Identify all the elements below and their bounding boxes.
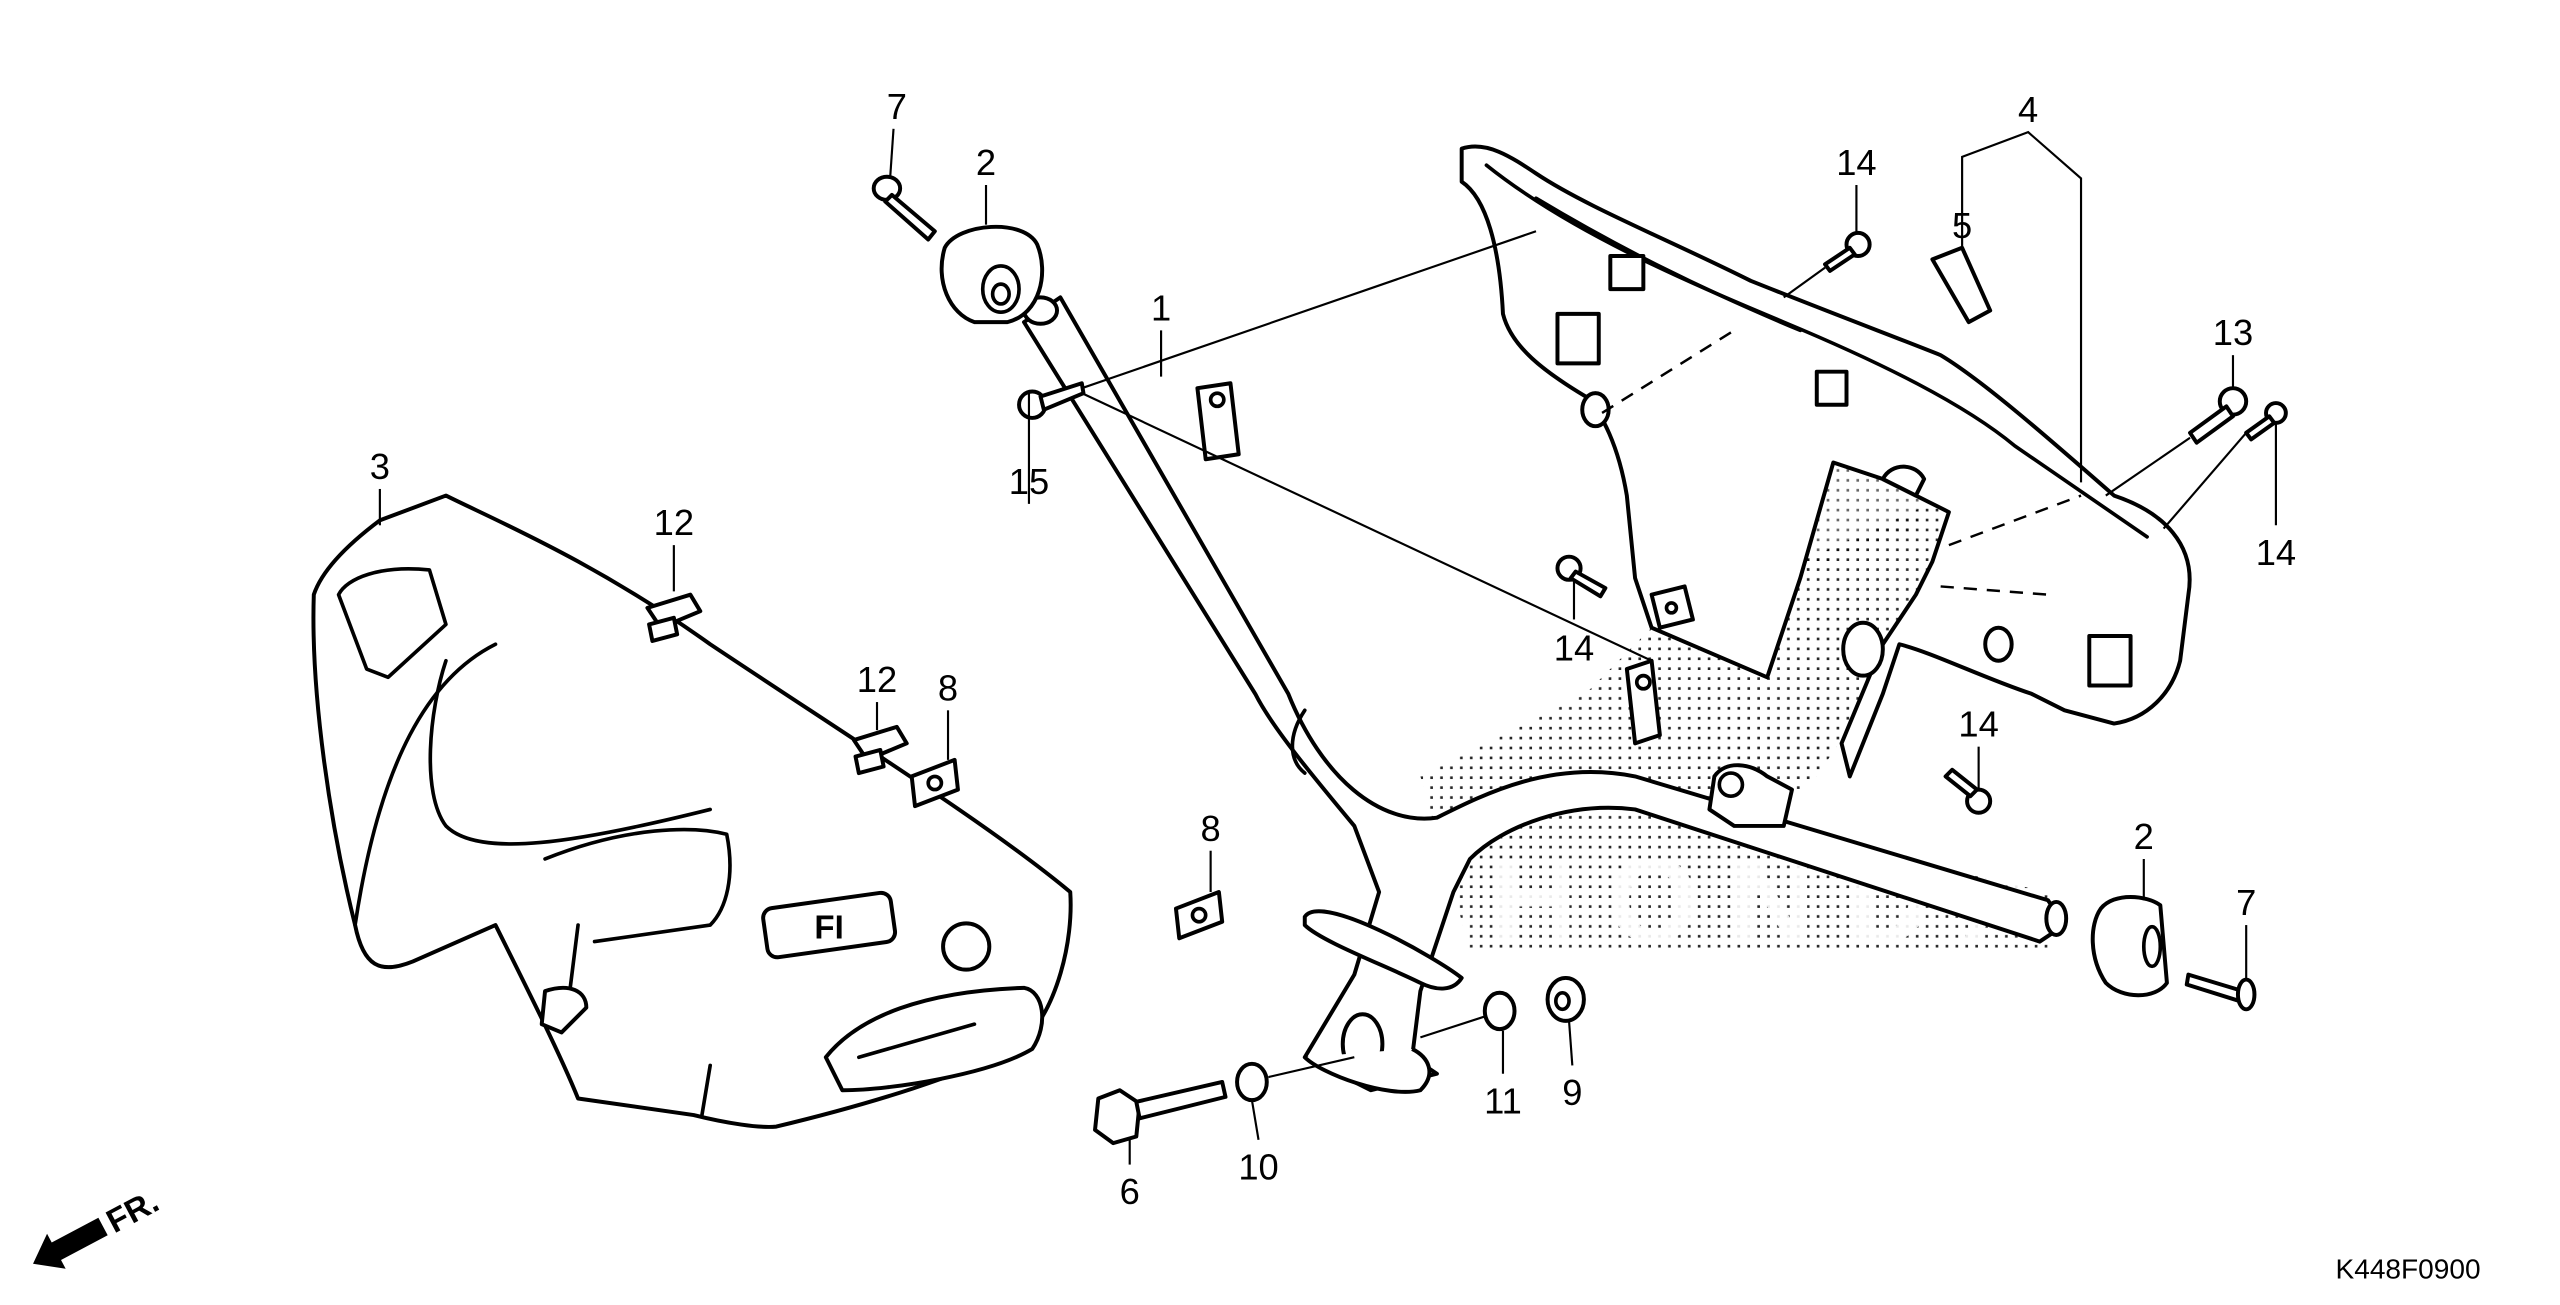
callout-12: 12 [654, 502, 694, 543]
screw-14-mid [1555, 554, 1608, 599]
screw-13 [2188, 386, 2249, 445]
arrow-icon [33, 1217, 108, 1269]
callout-11: 11 [1484, 1080, 1522, 1121]
callout-13: 13 [2213, 312, 2253, 353]
callout-3: 3 [370, 446, 390, 487]
callout-7: 7 [2236, 882, 2256, 923]
callout-15: 15 [1009, 461, 1049, 502]
screw-14-lower [1943, 767, 1993, 815]
callout-14: 14 [2256, 532, 2296, 573]
callout-9: 9 [1562, 1072, 1582, 1113]
nut-11 [1482, 990, 1517, 1032]
callout-10: 10 [1238, 1146, 1278, 1187]
callout-8: 8 [1201, 808, 1221, 849]
handle-pipe [1022, 295, 2069, 1094]
grommet-9 [1545, 975, 1586, 1023]
callout-14: 14 [1836, 142, 1876, 183]
callout-6: 6 [1120, 1171, 1140, 1212]
screw-15 [1017, 381, 1086, 420]
callout-12: 12 [857, 659, 897, 700]
diagram-code: K448F0900 [2336, 1254, 2481, 1285]
callout-7: 7 [887, 86, 907, 127]
clip-nut-8-upper [909, 757, 960, 809]
callout-14: 14 [1554, 628, 1594, 669]
callout-14: 14 [1958, 704, 1998, 745]
fi-emblem: FI [814, 908, 843, 945]
bolt-7-left [871, 174, 937, 242]
screw-14-right [2244, 401, 2288, 442]
washer-10 [1235, 1061, 1269, 1103]
front-handle-cover: FI [311, 493, 1073, 1129]
bushing-left [939, 224, 1045, 325]
screw-14-top [1823, 230, 1872, 273]
flange-bolt-6 [1093, 1080, 1228, 1146]
clip-12-upper [645, 592, 703, 643]
callout-1: 1 [1151, 287, 1171, 328]
bushing-right [2090, 895, 2169, 998]
bolt-7-right [2184, 972, 2257, 1012]
fr-label: FR. [100, 1182, 164, 1240]
clip-12-lower [851, 724, 909, 776]
leader-lines [378, 128, 2277, 1165]
callout-2: 2 [976, 142, 996, 183]
callout-4: 4 [2018, 89, 2038, 130]
cushion-part [1930, 245, 1993, 325]
callout-2: 2 [2134, 816, 2154, 857]
callout-5: 5 [1952, 205, 1972, 246]
callout-8: 8 [938, 667, 958, 708]
front-direction-indicator: FR. [33, 1182, 165, 1269]
rear-handle-cover [1459, 144, 2192, 779]
clip-nut-8-lower [1173, 890, 1225, 941]
callout-labels: 7 2 1 3 12 12 8 8 15 14 14 14 14 5 4 13 … [370, 86, 2296, 1212]
